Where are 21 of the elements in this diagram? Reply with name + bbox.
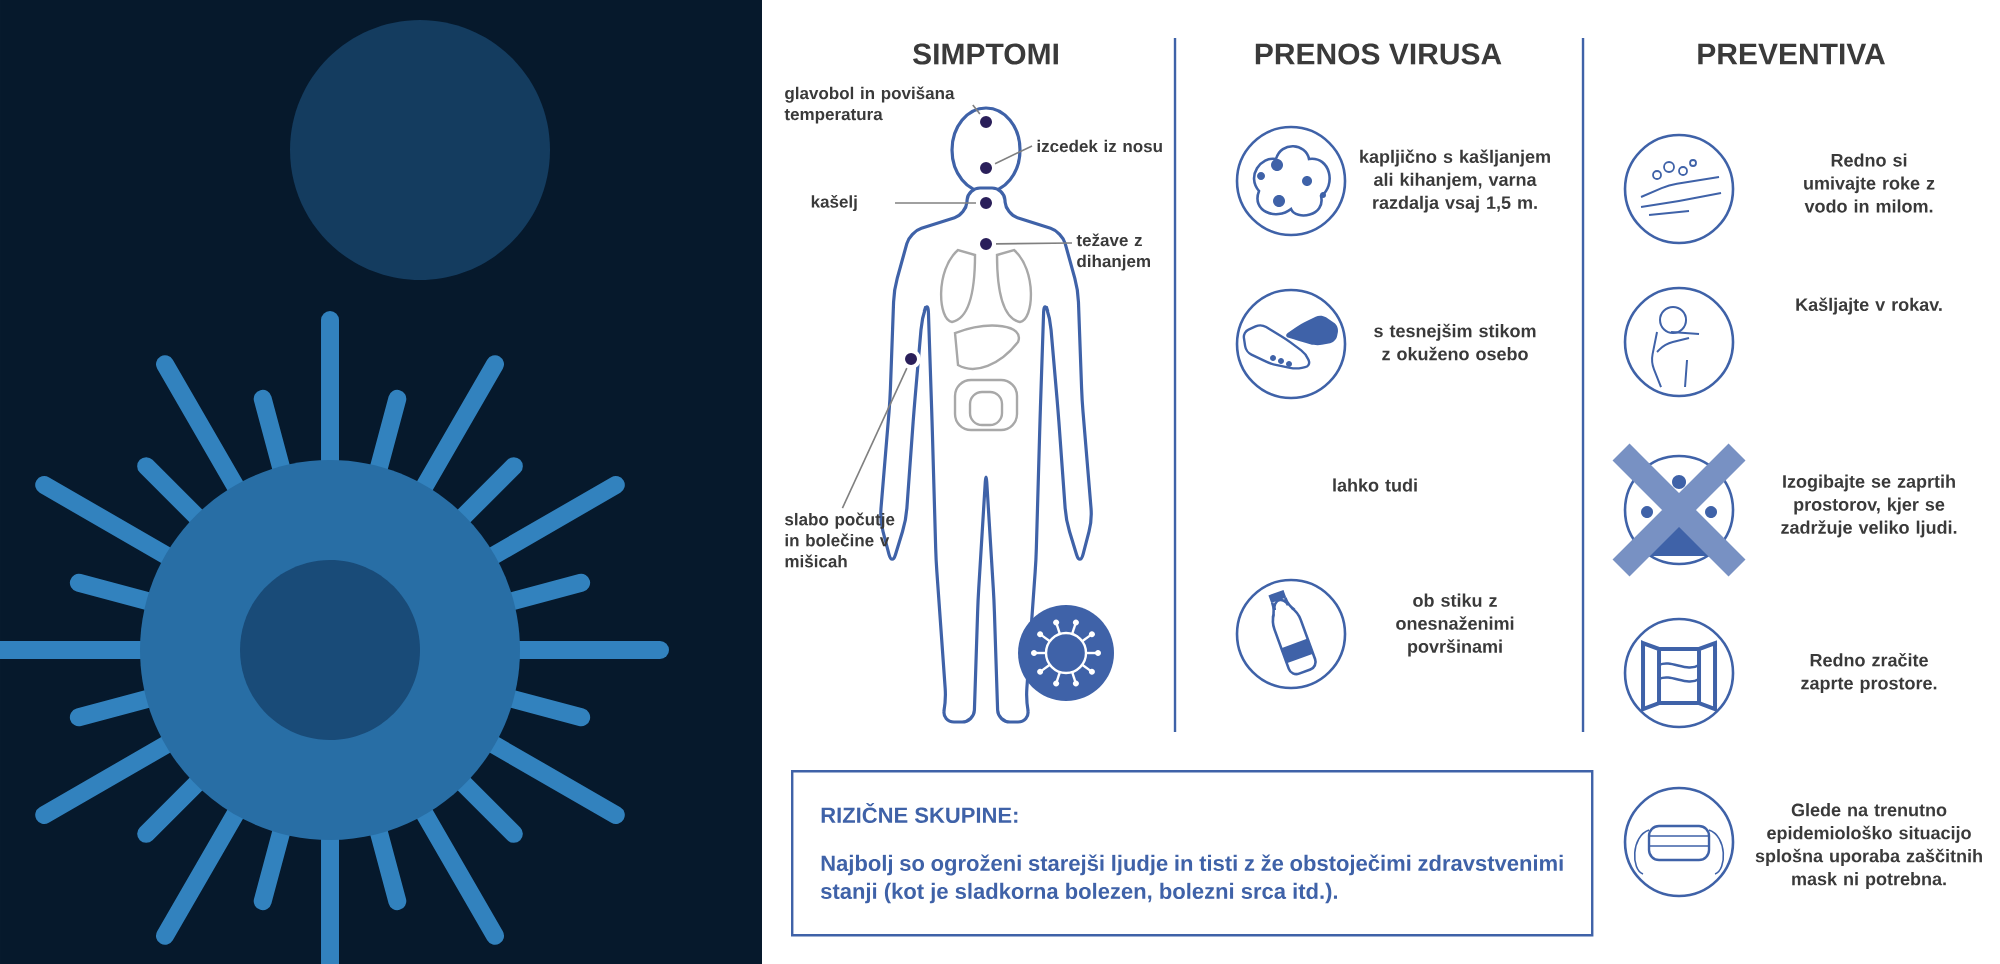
symptom-label: težave z dihanjem (1076, 233, 1150, 271)
symptom-label: glavobol in povišana temperatura (784, 86, 955, 124)
note-text: Kašljajte v rokav. (1796, 297, 1942, 315)
leader-line (972, 104, 981, 115)
leader-line (994, 145, 1033, 165)
note-text: Izogibajte se zaprtih prostorov, kjer se zadržuje veliko ljudi. (1781, 474, 1957, 538)
note-text: Glede na trenutno epidemiološko situacijo splošna uporaba zaščitnih mask ni potrebna. (1755, 803, 1982, 889)
leader-line (894, 202, 977, 204)
info-box: RIZIČNE SKUPINE: Najbolj so ogroženi starejši ljudje in tisti z že obstoječimi zdravstvenimi stanji (kot je sladkorna bolezen, bolezni srca itd.). (791, 770, 1594, 937)
note-text: Redno si umivajte roke z vodo in milom. (1804, 153, 1935, 213)
leader-line (841, 367, 908, 509)
note-text: Redno zračite zaprte prostore. (1801, 652, 1937, 694)
section-heading: PREVENTIVA (1698, 43, 1885, 65)
symptom-label: izcedek iz nosu (1037, 139, 1162, 153)
note-text: s tesnejšim stikom z okuženo osebo (1374, 323, 1536, 361)
section-heading: SIMPTOMI (913, 43, 1058, 65)
section-heading: PRENOS VIRUSA (1255, 43, 1502, 65)
symptom-label: kašelj (811, 194, 857, 212)
note-text: kapljično s kašljanjem ali kihanjem, varna razdalja vsaj 1,5 m. (1360, 149, 1550, 213)
note-text: lahko tudi (1333, 478, 1417, 492)
note-text: ob stiku z onesnaženimi površinami (1396, 593, 1514, 657)
